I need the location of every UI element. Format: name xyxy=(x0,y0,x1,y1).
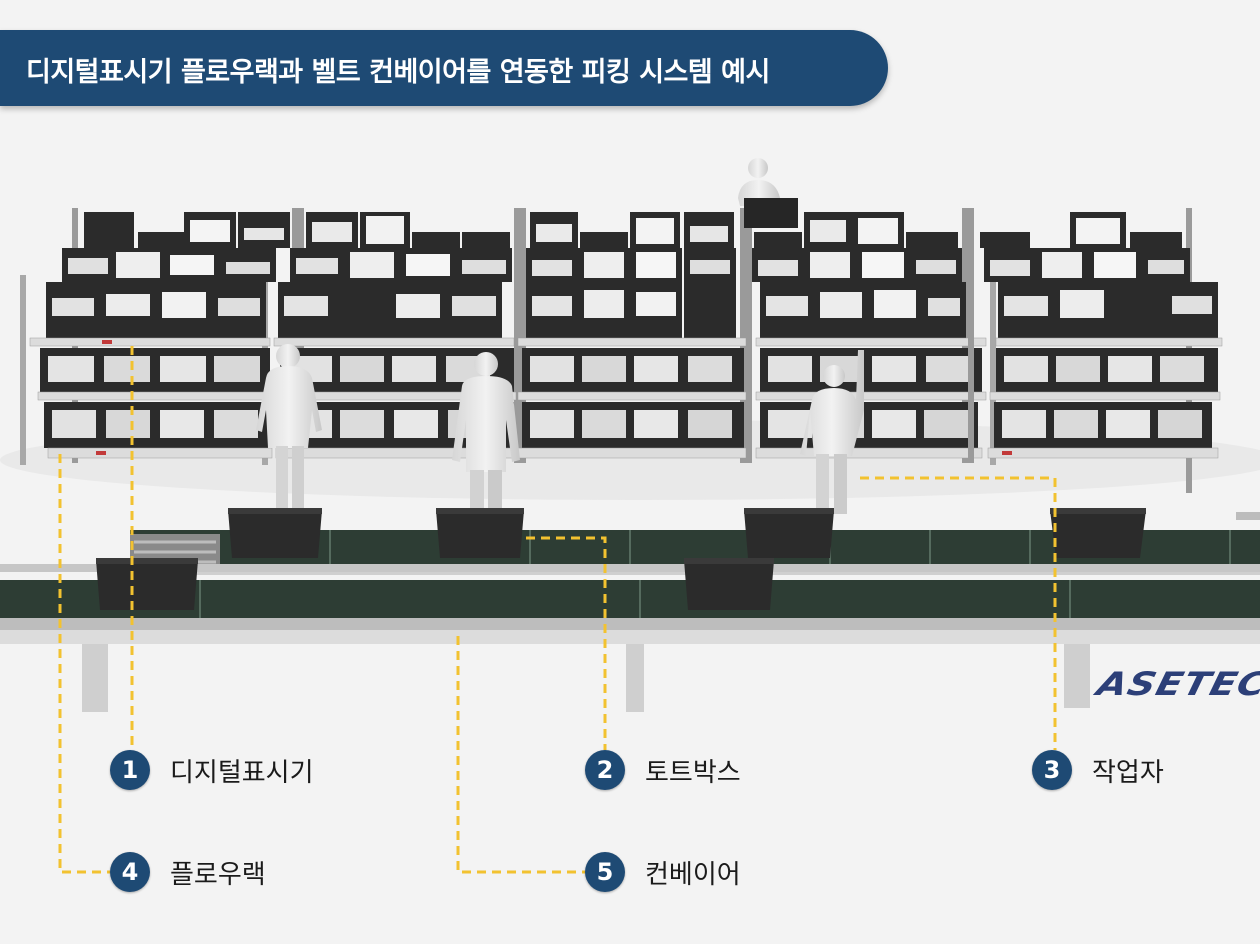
legend-item-2: 2 토트박스 xyxy=(585,750,741,790)
legend-label-tote-box: 토트박스 xyxy=(645,757,741,788)
legend-item-1: 1 디지털표시기 xyxy=(110,750,314,790)
callout-lines xyxy=(58,346,1057,874)
flow-rack-section-5 xyxy=(968,208,1223,493)
worker-figures xyxy=(256,158,864,536)
legend-label-flow-rack: 플로우랙 xyxy=(170,859,266,890)
title-banner: 디지털표시기 플로우랙과 벨트 컨베이어를 연동한 피킹 시스템 예시 xyxy=(0,30,888,106)
flow-rack-section-3 xyxy=(517,208,747,463)
flow-rack-section-4 xyxy=(746,208,987,463)
worker-back xyxy=(738,158,798,228)
callout-line-2 xyxy=(526,536,607,750)
legend-number-4: 4 xyxy=(110,852,150,892)
legend-number-1: 1 xyxy=(110,750,150,790)
picking-system-illustration xyxy=(0,158,1260,874)
legend-item-3: 3 작업자 xyxy=(1032,750,1164,790)
legend-item-5: 5 컨베이어 xyxy=(585,852,741,892)
worker-2 xyxy=(452,352,520,536)
legend-number-2: 2 xyxy=(585,750,625,790)
tote-box-3 xyxy=(744,508,834,558)
page-title: 디지털표시기 플로우랙과 벨트 컨베이어를 연동한 피킹 시스템 예시 xyxy=(26,57,770,88)
flow-rack-section-1 xyxy=(20,208,298,465)
legend-number-5: 5 xyxy=(585,852,625,892)
asetec-logo: ASETEC xyxy=(1093,665,1260,703)
callout-line-4 xyxy=(58,454,110,874)
tote-box-4 xyxy=(1050,508,1146,558)
worker-1 xyxy=(256,344,322,508)
flow-rack xyxy=(20,208,1223,493)
legend-number-3: 3 xyxy=(1032,750,1072,790)
legend-label-digital-display: 디지털표시기 xyxy=(170,757,314,788)
tote-box-5 xyxy=(96,558,198,610)
conveyor xyxy=(0,508,1260,712)
tote-box-1 xyxy=(228,508,322,558)
callout-line-3 xyxy=(860,476,1057,750)
tote-box-2 xyxy=(436,508,524,558)
tote-box-6 xyxy=(684,558,774,610)
legend-item-4: 4 플로우랙 xyxy=(110,852,266,892)
legend-label-conveyor: 컨베이어 xyxy=(645,859,741,890)
callout-line-5 xyxy=(456,636,585,874)
legend-label-worker: 작업자 xyxy=(1092,757,1164,788)
worker-3 xyxy=(800,350,864,514)
